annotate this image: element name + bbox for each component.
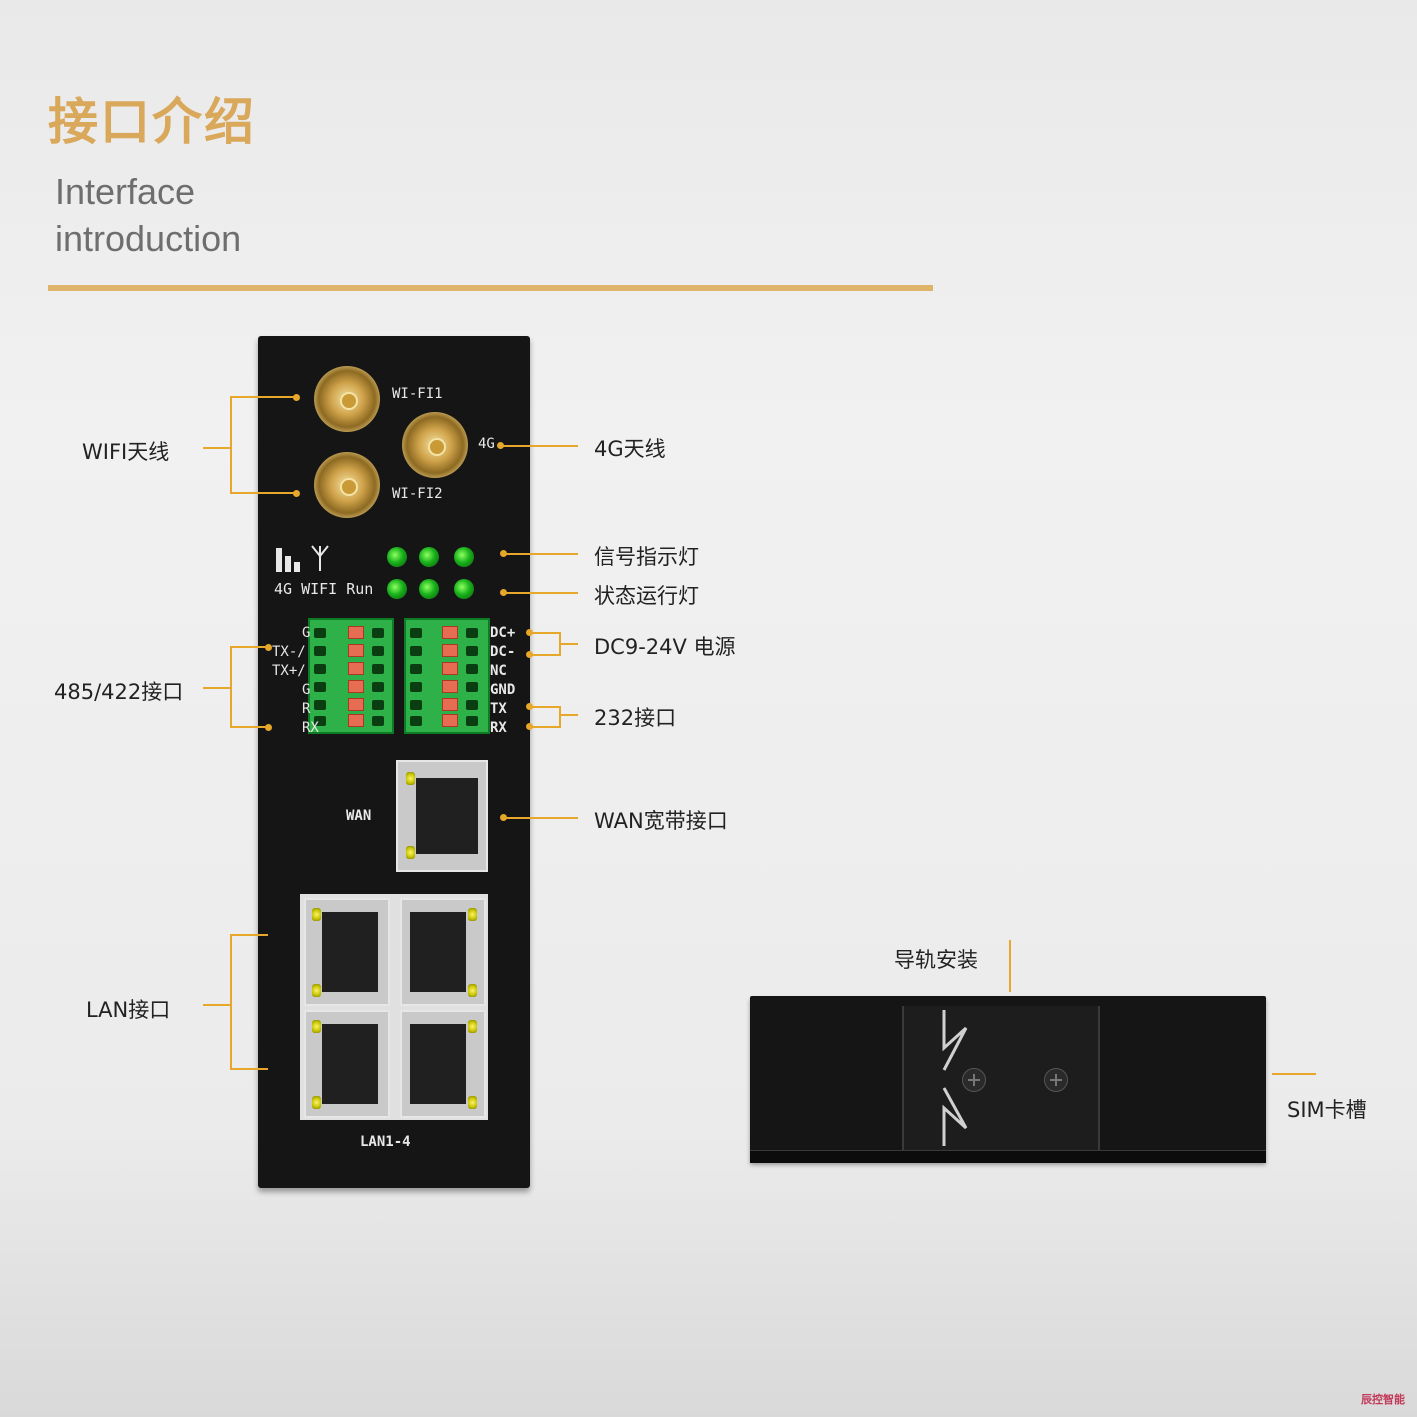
rs232-leader (559, 714, 578, 716)
wifi-bracket-top (230, 396, 296, 398)
lan-print: LAN1-4 (360, 1134, 411, 1150)
wifi1-antenna-connector (314, 366, 380, 432)
lan-port-block (300, 894, 488, 1120)
4g-antenna-label: 4G天线 (594, 437, 666, 461)
rs232-bracket-bottom (529, 726, 561, 728)
power-bracket-bottom (529, 654, 561, 656)
page-subtitle: Interface introduction (55, 168, 241, 262)
rs485-label: 485/422接口 (54, 680, 184, 704)
sim-leader (1272, 1073, 1316, 1075)
lan-label: LAN接口 (86, 998, 171, 1022)
right-terminal-block (404, 618, 490, 734)
left-pin-label: R (302, 701, 311, 717)
status-led-leader (503, 592, 578, 594)
right-pin-label: DC+ (490, 625, 516, 641)
led-labels: 4G WIFI Run (274, 580, 374, 598)
left-terminal-block (308, 618, 394, 734)
signal-led-leader (503, 553, 578, 555)
subtitle-line-1: Interface (55, 171, 196, 212)
router-side-view (750, 996, 1266, 1163)
signal-led-label: 信号指示灯 (594, 545, 699, 569)
left-terminal-labels: G TX-/ TX+/ G R RX (272, 624, 319, 738)
lan-port-4 (400, 1010, 486, 1118)
antenna-icon (310, 544, 330, 572)
side-bottom-edge (750, 1150, 1266, 1163)
wifi1-pointer (293, 394, 300, 401)
wan-print: WAN (346, 808, 372, 824)
rs485-bracket-bottom (230, 726, 268, 728)
status-led-wifi (419, 579, 439, 599)
wifi-bracket (230, 396, 232, 494)
din-rail-label: 导轨安装 (894, 948, 978, 972)
power-label: DC9-24V 电源 (594, 635, 736, 659)
title-divider (48, 285, 933, 291)
status-led-label: 状态运行灯 (594, 584, 699, 608)
router-front-panel: WI-FI1 WI-FI2 4G 4G WIFI Run G TX-/ TX+/… (258, 336, 530, 1188)
power-bracket-top (529, 632, 561, 634)
power-leader (559, 643, 578, 645)
wan-leader (503, 817, 578, 819)
rs232-bracket-top (529, 706, 561, 708)
rs485-bracket (230, 646, 232, 728)
subtitle-line-2: introduction (55, 218, 242, 259)
din-rail-leader (1009, 940, 1011, 992)
right-pin-label: TX (490, 701, 507, 717)
rs232-bracket (559, 706, 561, 728)
4g-antenna-connector (402, 412, 468, 478)
din-spring-icon (938, 1008, 974, 1148)
signal-led-wifi (419, 547, 439, 567)
rs232-label: 232接口 (594, 706, 677, 730)
wifi2-pointer (293, 490, 300, 497)
right-pin-label: NC (490, 663, 507, 679)
right-pin-label: RX (490, 720, 507, 736)
lan-port-3 (304, 1010, 390, 1118)
watermark: 辰控智能 (1361, 1393, 1405, 1406)
wifi-antenna-label: WIFI天线 (82, 440, 170, 464)
status-led-4g (387, 579, 407, 599)
sim-slot-label: SIM卡槽 (1287, 1098, 1367, 1122)
signal-led-4g (387, 547, 407, 567)
left-pin-label: TX+/ (272, 663, 306, 679)
right-terminal-labels: DC+ DC- NC GND TX RX (490, 624, 515, 738)
4g-print: 4G (478, 436, 495, 452)
wifi1-print: WI-FI1 (392, 386, 443, 402)
right-pin-label: GND (490, 682, 516, 698)
lan-port-1 (304, 898, 390, 1006)
wifi-bracket-bottom (230, 492, 296, 494)
lan-bracket-top (230, 934, 268, 936)
status-led-run (454, 579, 474, 599)
rs485-bracket-top (230, 646, 268, 648)
4g-leader (500, 445, 578, 447)
rs485-pointer-top (265, 644, 272, 651)
wifi-leader (203, 447, 231, 449)
lan-leader (203, 1004, 231, 1006)
lan-bracket-bottom (230, 1068, 268, 1070)
din-rail-clip (902, 1006, 1100, 1150)
page-title: 接口介绍 (48, 93, 256, 151)
right-pin-label: DC- (490, 644, 516, 660)
screw-icon (962, 1068, 986, 1092)
wifi2-print: WI-FI2 (392, 486, 443, 502)
rs485-leader (203, 687, 231, 689)
lan-port-2 (400, 898, 486, 1006)
left-pin-label: TX-/ (272, 644, 306, 660)
wifi2-antenna-connector (314, 452, 380, 518)
left-pin-label: G (302, 625, 311, 641)
rs485-pointer-bottom (265, 724, 272, 731)
wan-port (396, 760, 488, 872)
lan-bracket (230, 934, 232, 1070)
signal-bars-icon (276, 546, 308, 572)
signal-led-run (454, 547, 474, 567)
wan-label: WAN宽带接口 (594, 809, 728, 833)
left-pin-label: RX (302, 720, 319, 736)
screw-icon (1044, 1068, 1068, 1092)
left-pin-label: G (302, 682, 311, 698)
